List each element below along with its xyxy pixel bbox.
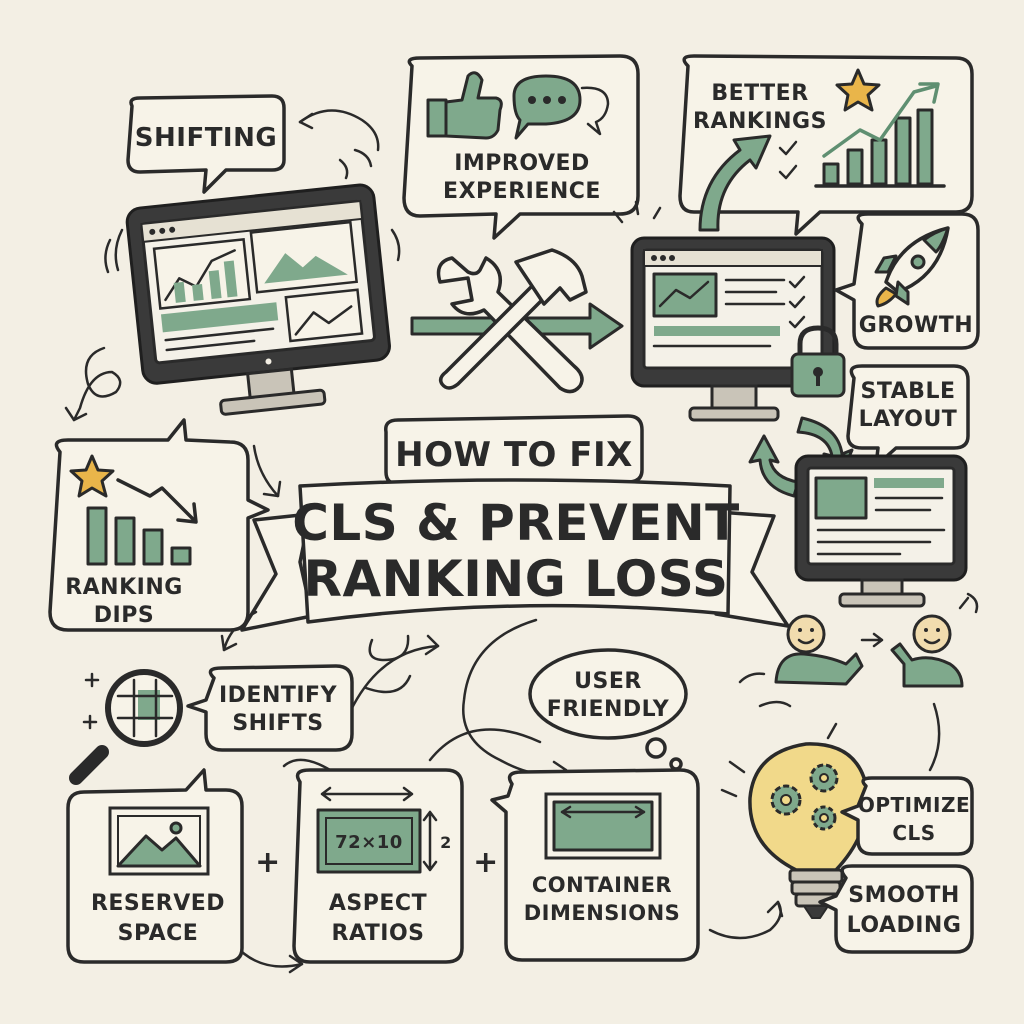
rocket-icon bbox=[874, 226, 950, 308]
growth-label: GROWTH bbox=[859, 313, 973, 338]
aspect-label-2: RATIOS bbox=[332, 921, 425, 946]
improved-label-1: IMPROVED bbox=[454, 151, 590, 176]
improved-experience-bubble: IMPROVED EXPERIENCE bbox=[402, 54, 640, 240]
title-banner: HOW TO FIX CLS & PREVENT RANKING LOSS bbox=[240, 414, 790, 632]
lock-icon bbox=[790, 325, 846, 398]
stable-monitor bbox=[748, 416, 968, 608]
user-label-2: FRIENDLY bbox=[547, 697, 670, 722]
container-label-2: DIMENSIONS bbox=[524, 901, 681, 925]
ranking-dips-bubble: RANKING DIPS bbox=[48, 418, 270, 632]
identify-shifts-bubble: IDENTIFY SHIFTS bbox=[186, 664, 354, 752]
title-line-2: CLS & PREVENT bbox=[292, 494, 740, 552]
image-icon bbox=[108, 806, 210, 876]
star-icon bbox=[835, 68, 881, 112]
growth-bubble: GROWTH bbox=[834, 212, 980, 350]
aspect-side-label: 2 bbox=[440, 833, 452, 852]
dips-label-2: DIPS bbox=[94, 603, 154, 628]
better-rankings-bubble: BETTER RANKINGS bbox=[678, 54, 974, 236]
thumbs-up-icon bbox=[426, 71, 503, 140]
growth-chart-icon bbox=[814, 82, 946, 188]
improved-monitor bbox=[612, 200, 846, 422]
reserved-label-1: RESERVED bbox=[91, 891, 225, 916]
smooth-label-2: LOADING bbox=[847, 913, 962, 938]
optimize-label-1: OPTIMIZE bbox=[858, 793, 970, 817]
optimize-label-2: CLS bbox=[892, 821, 935, 845]
stable-label-2: LAYOUT bbox=[859, 407, 958, 432]
chat-icon bbox=[512, 74, 610, 140]
tools bbox=[410, 248, 624, 394]
aspect-ratios-box: 72×10 2 ASPECT RATIOS bbox=[292, 768, 464, 964]
better-label-2: RANKINGS bbox=[693, 109, 827, 134]
dips-label-1: RANKING bbox=[65, 575, 183, 600]
shifting-label: SHIFTING bbox=[135, 123, 277, 153]
title-line-3: RANKING LOSS bbox=[303, 550, 728, 608]
stable-layout-bubble: STABLE LAYOUT bbox=[846, 364, 970, 468]
reserved-space-box: RESERVED SPACE bbox=[66, 768, 244, 964]
dips-star-icon bbox=[69, 454, 115, 498]
shifting-bubble: SHIFTING bbox=[126, 94, 380, 194]
person-icon-left bbox=[774, 614, 864, 686]
declining-chart-icon bbox=[86, 478, 198, 566]
smooth-loading-bubble: SMOOTH LOADING bbox=[818, 864, 974, 954]
plus-sign-2: + bbox=[473, 845, 499, 880]
identify-label-2: SHIFTS bbox=[232, 711, 323, 736]
arrow-to-rankings bbox=[698, 134, 772, 232]
hammer-icon bbox=[438, 248, 588, 390]
motion-lines bbox=[104, 228, 401, 274]
aspect-label-1: ASPECT bbox=[329, 891, 427, 916]
smooth-label-1: SMOOTH bbox=[848, 883, 960, 908]
container-label-1: CONTAINER bbox=[532, 873, 672, 897]
container-dimensions-box: CONTAINER DIMENSIONS bbox=[490, 768, 700, 962]
reserved-label-2: SPACE bbox=[118, 921, 199, 946]
user-friendly-bubble: USER FRIENDLY bbox=[528, 648, 688, 771]
stable-label-1: STABLE bbox=[861, 379, 956, 404]
magnifier-icon bbox=[69, 669, 183, 785]
person-icon-right bbox=[890, 614, 964, 688]
aspect-dim-label: 72×10 bbox=[335, 832, 403, 853]
connector-arrows bbox=[64, 346, 979, 974]
better-label-1: BETTER bbox=[711, 81, 808, 106]
plus-sign-1: + bbox=[255, 845, 281, 880]
improved-label-2: EXPERIENCE bbox=[443, 179, 601, 204]
optimize-cls-bubble: OPTIMIZE CLS bbox=[840, 776, 974, 856]
identify-label-1: IDENTIFY bbox=[219, 683, 338, 708]
user-label-1: USER bbox=[574, 669, 642, 694]
shifting-monitor bbox=[125, 183, 391, 416]
title-line-1: HOW TO FIX bbox=[395, 435, 633, 475]
gear-icon bbox=[770, 763, 839, 831]
